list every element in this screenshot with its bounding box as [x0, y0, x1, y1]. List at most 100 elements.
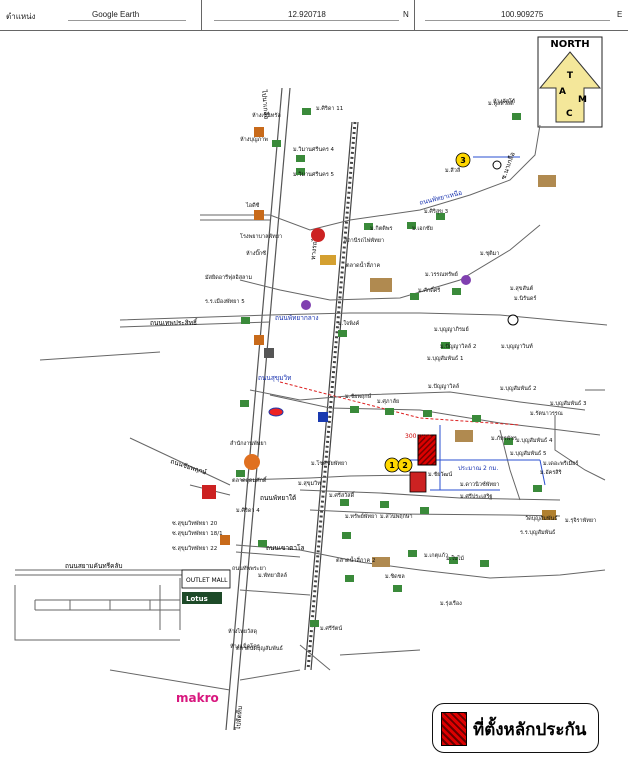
place-label: ม.ศรีประเสริฐ — [460, 493, 492, 500]
place-label: ม.ศิริสุข 3 — [424, 208, 449, 215]
place-label: ม.พัทยาฮิลล์ — [258, 572, 287, 579]
place-label: ม.เอกชัย — [412, 225, 433, 232]
place-label: ม.ศิริดา 11 — [316, 105, 343, 112]
place-label: ห้างบุญภาพ — [240, 136, 268, 143]
place-label: ม.บุญสัมพันธ์ 2 — [500, 385, 537, 392]
road-label-siam-country: ถนนสยามคันทรีคลับ — [65, 562, 123, 570]
north-letter: C — [566, 109, 573, 119]
header-underline — [214, 20, 399, 21]
place-label: ม.วรรณทรัพย์ — [425, 271, 458, 278]
svg-text:1: 1 — [389, 461, 395, 470]
marker-3: 3 — [455, 152, 471, 168]
place-label: ม.เกตุแก้ว — [424, 552, 448, 559]
place-label: ม.ปัญญาวิลล์ 2 — [440, 343, 476, 350]
place-label: สำนักงานพัทยา — [230, 440, 267, 447]
place-label: ม.พูลสวัสดิ์ — [488, 99, 515, 107]
distance-label: 300 เมตร — [405, 433, 432, 440]
place-label: ม.เดอะพรีเมียร์ — [543, 460, 578, 467]
svg-text:3: 3 — [460, 156, 466, 165]
place-label: ม.บุญญาภิรมย์ — [434, 326, 469, 333]
place-label: มัสยิดอารีฟุลอิสลาม — [205, 274, 253, 281]
place-label: ม.ทรัพย์พัทยา — [345, 513, 377, 520]
collateral-site-marker — [409, 471, 427, 493]
place-label: ม.โชคชัยพัทยา — [311, 459, 347, 467]
place-label: ม.ภัทรพัชร — [491, 435, 517, 442]
place-label: ม.ใจพิงค์ — [338, 320, 360, 327]
place-label: ไอดีซี — [245, 202, 260, 209]
place-label: วัดบุญสัมพันธ์ — [525, 515, 558, 522]
place-label: ซ.สุขุมวิทพัทยา 22 — [172, 545, 217, 552]
village-icons — [236, 108, 542, 627]
map-legend: ที่ตั้งหลักประกัน — [432, 703, 599, 753]
north-label: NORTH — [550, 39, 589, 50]
road-label-rail: ทางรถไฟ — [309, 233, 320, 260]
place-label: ตลาดอุดมศักดิ์ — [232, 476, 268, 484]
place-label: ม.วิมานศรีนคร 5 — [293, 171, 335, 178]
place-label: ม.ชัยวัฒน์ — [428, 471, 452, 478]
place-label: ม.บุญสัมพันธ์ 3 — [550, 400, 587, 407]
brand-makro: makro — [176, 691, 219, 705]
place-label: ซ.สุขุมวิทพัทยา 18/1 — [172, 530, 223, 537]
place-label: ม.กิตติพร — [370, 225, 392, 232]
brand-outlet: OUTLET MALL — [186, 577, 228, 584]
place-label: ซ.สุขุมวิทพัทยา 20 — [172, 520, 218, 527]
place-label: โรงพยาบาลพัทยา — [240, 232, 282, 240]
road-label-sattahip: ไปสัตหีบ — [234, 706, 244, 732]
place-label: ม.สีวลี — [445, 167, 460, 174]
place-labels: ม.ศิริดา 11 ห้างเซ็นทรัล ห้างบุญภาพ ม.วิ… — [172, 97, 596, 652]
road-label-sukhumvit: ถนนสุขุมวิท — [258, 374, 291, 382]
header-lat: 12.920718 — [288, 10, 326, 19]
header-underline — [425, 20, 610, 21]
place-label: สถานีรถไฟพัทยา — [344, 237, 384, 244]
brand-lotus: Lotus — [186, 595, 208, 603]
map-canvas: NORTH T A M C — [14, 36, 608, 731]
place-label: ถนนทัพพระยา — [232, 565, 266, 572]
svg-text:2: 2 — [402, 461, 408, 470]
place-label: ม.นิรันดร์ — [514, 295, 536, 302]
header-lon: 100.909275 — [501, 10, 544, 19]
north-letter: M — [578, 95, 587, 105]
place-label: ม.ใบไม้ — [446, 555, 464, 562]
place-label: ม.อัครสิริ — [540, 469, 562, 476]
place-label: ม.วิมานศรีนคร 4 — [293, 146, 335, 153]
place-label: ห้างบิ๊กซี — [246, 249, 266, 257]
place-label: ม.ชิดชล — [385, 573, 405, 580]
place-label: ม.ชัยพฤกษ์ — [345, 393, 372, 400]
place-label: ห้างแม็คโคร — [230, 642, 260, 650]
landmark-pins — [202, 127, 556, 567]
north-arrow: NORTH T A M C — [537, 36, 603, 128]
place-label: ม.สุขุมวิท — [298, 480, 321, 487]
outlet-box — [181, 569, 231, 589]
place-label: ร.ร.บุญสัมพันธ์ — [520, 529, 555, 536]
header-lat-dir: N — [403, 10, 409, 19]
route-dashed — [279, 381, 521, 426]
north-letter: A — [559, 87, 566, 97]
place-label: ม.ศรีสวัสดิ์ — [329, 491, 356, 499]
place-label: ห้างจัสโก้ — [493, 97, 515, 105]
place-label: ม.สุขสันต์ — [510, 285, 534, 292]
road-label-pattaya-tai: ถนนพัทยาใต้ — [260, 494, 296, 502]
place-label: ตลาดนัดบุญสัมพันธ์ — [236, 645, 283, 652]
place-label: ตลาดน้ำสี่ภาค — [346, 261, 381, 269]
marker-2: 2 — [397, 457, 413, 473]
place-label: ม.รุจิราพัทยา — [565, 517, 596, 524]
place-label: ม.รัตนาวรรณ — [530, 410, 563, 417]
legend-label: ที่ตั้งหลักประกัน — [473, 720, 587, 740]
place-label: ม.รุ่งเรือง — [440, 600, 462, 607]
header-divider — [201, 0, 202, 30]
place-label: ม.ศิริดา 4 — [236, 507, 260, 514]
place-label: ม.ดาวนิวซ์พัทยา — [460, 481, 499, 488]
place-label: ร.ร.เมืองพัทยา 5 — [205, 298, 245, 305]
road-labels: ถนนสุขุมวิท ไปนาเกลือ ไปสัตหีบ ถนนพัทยาก… — [65, 88, 517, 731]
place-label: ม.บุญสัมพันธ์ 1 — [427, 355, 464, 362]
place-label: ม.บุญญาวินท์ — [501, 343, 533, 350]
legend-swatch — [441, 712, 467, 746]
road-label-pattaya-klang: ถนนพัทยากลาง — [275, 314, 319, 322]
place-label: ม.ศรีรัตน์ — [320, 625, 342, 632]
header-source: Google Earth — [92, 10, 140, 19]
header-divider — [414, 0, 415, 30]
place-label: ห้างไทยวัสดุ — [228, 628, 257, 635]
road-label-thepprasit: ถนนเทพประสิทธิ์ — [150, 318, 198, 327]
place-label: ม.ศักดิ์ศรี — [418, 286, 440, 294]
road-label-naklua: ไปนาเกลือ — [260, 88, 271, 119]
